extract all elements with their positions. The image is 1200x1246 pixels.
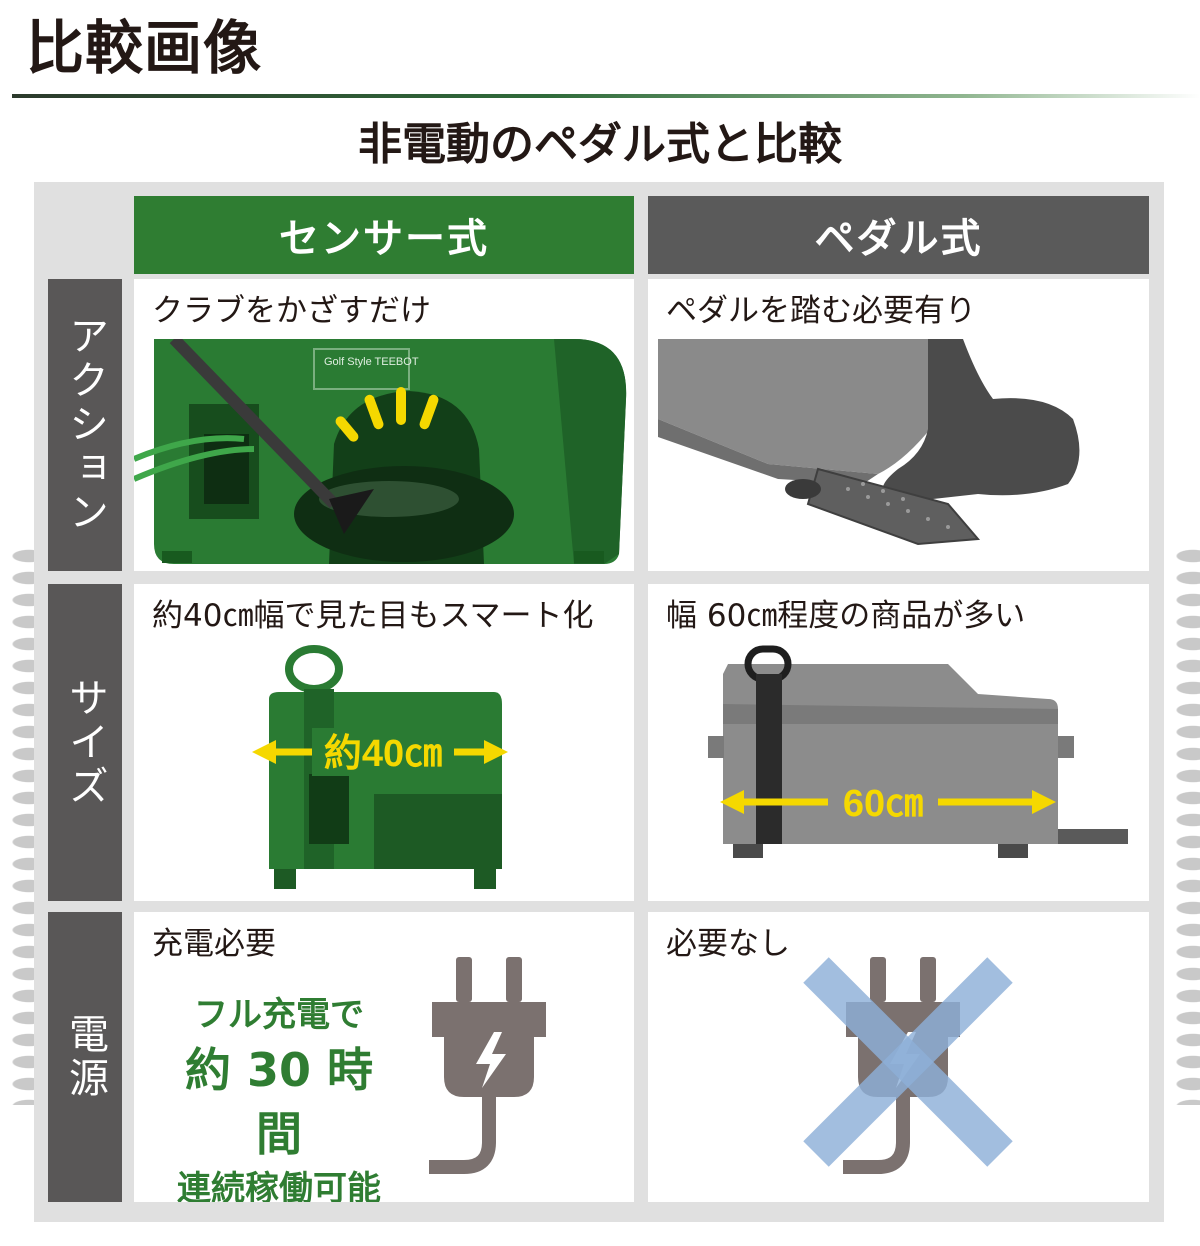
charge-line-2: 約 30 時間	[184, 1043, 374, 1161]
cell-caption: ペダルを踏む必要有り	[666, 293, 976, 329]
width-arrow-icon	[720, 778, 1056, 826]
pedal-width-label: 60㎝	[843, 783, 923, 825]
product-brand-label: Golf Style TEEBOT	[324, 356, 419, 368]
cell-caption: 充電必要	[152, 926, 276, 962]
cell-caption: 必要なし	[666, 926, 790, 962]
column-header-sensor: センサー式	[134, 196, 634, 274]
charge-duration-note: フル充電で 約 30 時間 連続稼働可能	[164, 992, 394, 1202]
cell-power-pedal: 必要なし	[648, 912, 1149, 1202]
cross-icon	[803, 957, 1013, 1167]
title-underline	[12, 94, 1200, 98]
row-header-power: 電源	[48, 912, 122, 1202]
pedal-machine-front-image: 60㎝	[648, 644, 1149, 901]
row-header-action: アクション	[48, 279, 122, 571]
page-title: 比較画像	[26, 14, 263, 82]
pedal-machine-foot-image	[648, 339, 1149, 571]
cell-size-sensor: 約40㎝幅で見た目もスマート化 約40㎝	[134, 584, 634, 901]
sensor-width-label: 約40㎝	[324, 733, 442, 775]
sensor-machine-closeup-image: Golf Style TEEBOT	[134, 339, 634, 571]
width-arrow-icon	[252, 728, 508, 776]
cell-caption: 約40㎝幅で見た目もスマート化	[152, 598, 594, 634]
cell-caption: クラブをかざすだけ	[152, 293, 431, 329]
detection-flash-icon	[335, 387, 439, 442]
cell-action-sensor: クラブをかざすだけ Golf Style TEEBOT	[134, 279, 634, 571]
comparison-subtitle: 非電動のペダル式と比較	[358, 119, 842, 170]
plug-icon	[429, 957, 546, 1174]
charge-line-1: フル充電で	[194, 995, 364, 1035]
column-header-pedal: ペダル式	[648, 196, 1149, 274]
cell-action-pedal: ペダルを踏む必要有り	[648, 279, 1149, 571]
sensor-machine-front-image: 約40㎝	[134, 644, 634, 901]
cell-power-sensor: 充電必要 フル充電で 約 30 時間 連続稼働可能	[134, 912, 634, 1202]
decorative-dots-right	[1164, 545, 1200, 1105]
decorative-dots-left	[0, 545, 34, 1105]
charge-line-3: 連続稼働可能	[177, 1169, 381, 1202]
cell-caption: 幅 60㎝程度の商品が多い	[666, 598, 1026, 634]
row-header-size: サイズ	[48, 584, 122, 901]
cell-size-pedal: 幅 60㎝程度の商品が多い 60㎝	[648, 584, 1149, 901]
